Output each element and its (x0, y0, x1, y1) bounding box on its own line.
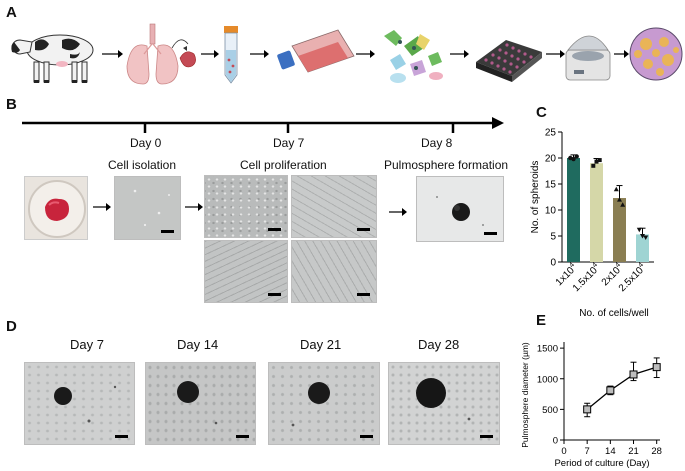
culture-flask-illustration (277, 29, 355, 73)
x-tick-label: 28 (651, 446, 662, 457)
scale-bar (236, 435, 249, 438)
timeline-day-7: Day 7 (273, 136, 305, 150)
bar (613, 198, 626, 262)
arrow-icon (201, 50, 219, 58)
y-axis-label: No. of spheroids (530, 161, 541, 234)
y-tick-label: 500 (542, 405, 558, 416)
data-point (643, 235, 649, 241)
stage-cell-proliferation: Cell proliferation (240, 158, 327, 172)
data-point (574, 154, 579, 159)
bar (590, 163, 603, 262)
day-label-21: Day 21 (300, 337, 342, 352)
data-point (571, 156, 576, 162)
data-point (613, 186, 619, 192)
arrow-icon (614, 50, 629, 58)
data-point (636, 227, 642, 233)
scale-bar (357, 293, 370, 296)
scale-bar (115, 435, 128, 438)
day-label-28: Day 28 (418, 337, 460, 352)
data-point (583, 405, 592, 414)
pulmosphere-formation-micrograph (416, 176, 504, 242)
data-point (629, 370, 638, 379)
panel-label-e: E (536, 312, 547, 329)
scale-bar (357, 228, 370, 231)
cow-illustration (11, 34, 94, 83)
x-tick-label: 7 (585, 446, 590, 457)
chart-pulmosphere-diameter: 0 500 1000 1500 0 7 14 21 28 Pulmosphere diameter… (520, 342, 662, 469)
arrow-icon (185, 203, 203, 211)
scale-bar (360, 435, 373, 438)
scale-bar (480, 435, 493, 438)
day-label-14: Day 14 (177, 337, 219, 352)
timeline-day-0: Day 0 (130, 136, 162, 150)
stage-pulmosphere-formation: Pulmosphere formation (384, 158, 509, 172)
arrow-icon (450, 50, 469, 58)
y-tick-label: 10 (545, 206, 557, 217)
workflow-diagram (11, 23, 683, 85)
tissue-dish-photo (24, 176, 88, 240)
day-label-7: Day 7 (70, 337, 104, 352)
proliferation-micrograph-2 (291, 175, 377, 238)
timeline-day-8: Day 8 (421, 136, 453, 150)
pulmosphere-day7-micrograph (24, 362, 135, 445)
y-tick-label: 0 (553, 436, 558, 447)
y-tick-label: 1000 (537, 374, 558, 385)
pulmosphere-day14-micrograph (145, 362, 256, 445)
y-tick-label: 5 (550, 232, 556, 243)
data-point (594, 159, 599, 164)
y-tick-label: 15 (545, 180, 557, 191)
y-axis-label: Pulmosphere diameter (µm) (520, 342, 530, 448)
x-tick-label: 0 (561, 446, 566, 457)
pulmosphere-day28-micrograph (388, 362, 500, 445)
timeline-axis (22, 117, 504, 133)
stage-cell-isolation: Cell isolation (108, 158, 177, 172)
data-point (591, 163, 596, 168)
cell-isolation-micrograph (114, 176, 181, 240)
panel-label-b: B (6, 96, 17, 113)
data-point (620, 202, 626, 207)
x-tick-label: 14 (605, 446, 616, 457)
arrow-icon (546, 50, 565, 58)
arrow-icon (102, 50, 123, 58)
y-tick-label: 0 (550, 258, 556, 269)
bar (636, 234, 649, 262)
x-axis-label: Period of culture (Day) (554, 458, 649, 469)
arrow-icon (93, 203, 111, 211)
lungs-illustration (126, 23, 196, 85)
cells-illustration (384, 30, 443, 83)
bar (567, 158, 580, 262)
y-tick-label: 25 (545, 128, 557, 139)
proliferation-micrograph-3 (204, 240, 288, 303)
data-point (652, 363, 661, 372)
arrow-icon (389, 208, 407, 216)
pulmosphere-illustration (629, 27, 683, 81)
data-point (617, 197, 622, 202)
proliferation-micrograph-1 (204, 175, 288, 238)
arrow-icon (356, 50, 375, 58)
y-tick-label: 20 (545, 154, 557, 165)
panel-label-d: D (6, 318, 17, 335)
arrow-icon (250, 50, 269, 58)
pulmosphere-day21-micrograph (268, 362, 380, 445)
data-point (597, 158, 602, 163)
y-tick-label: 1500 (537, 344, 558, 355)
scale-bar (268, 293, 281, 296)
x-axis-label: No. of cells/well (579, 308, 648, 319)
panel-label-a: A (6, 4, 17, 21)
data-point (606, 386, 615, 395)
centrifuge-tube-illustration (224, 26, 238, 84)
proliferation-micrograph-4 (291, 240, 377, 303)
centrifuge-illustration (565, 35, 611, 81)
scale-bar (484, 232, 497, 235)
data-point (640, 234, 645, 239)
well-plate-illustration (476, 40, 542, 82)
panel-label-c: C (536, 104, 547, 121)
series-line (586, 366, 657, 410)
scale-bar (268, 228, 281, 231)
x-tick-label: 21 (628, 446, 639, 457)
scale-bar (161, 230, 174, 233)
